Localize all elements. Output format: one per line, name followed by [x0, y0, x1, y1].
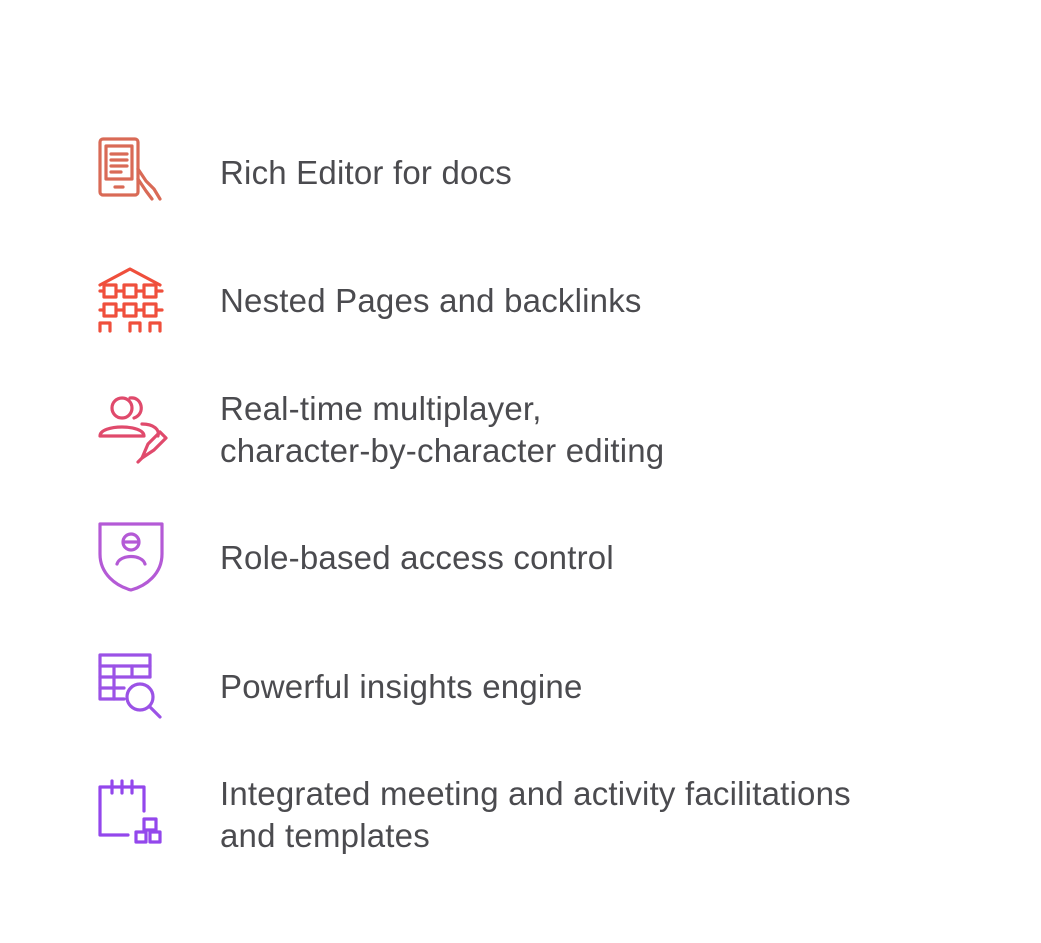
calendar-blocks-icon — [94, 775, 174, 855]
feature-item-role-based-access: Role-based access control — [94, 518, 994, 598]
feature-label: Integrated meeting and activity facilita… — [220, 775, 851, 854]
feature-label: Role-based access control — [220, 539, 614, 576]
feature-label: Real-time multiplayer, character-by-char… — [220, 390, 665, 469]
feature-item-nested-pages: Nested Pages and backlinks — [94, 261, 994, 341]
feature-item-rich-editor: Rich Editor for docs — [94, 133, 994, 213]
hierarchy-tree-icon — [94, 261, 174, 341]
tablet-touch-icon — [94, 133, 174, 213]
users-edit-icon — [94, 390, 174, 470]
feature-item-insights-engine: Powerful insights engine — [94, 647, 994, 727]
feature-label: Nested Pages and backlinks — [220, 282, 642, 319]
feature-item-meeting-facilitations: Integrated meeting and activity facilita… — [94, 775, 994, 855]
feature-item-realtime-multiplayer: Real-time multiplayer, character-by-char… — [94, 390, 994, 470]
feature-label: Rich Editor for docs — [220, 154, 512, 191]
shield-user-icon — [94, 518, 174, 598]
feature-label: Powerful insights engine — [220, 668, 583, 705]
table-search-icon — [94, 647, 174, 727]
